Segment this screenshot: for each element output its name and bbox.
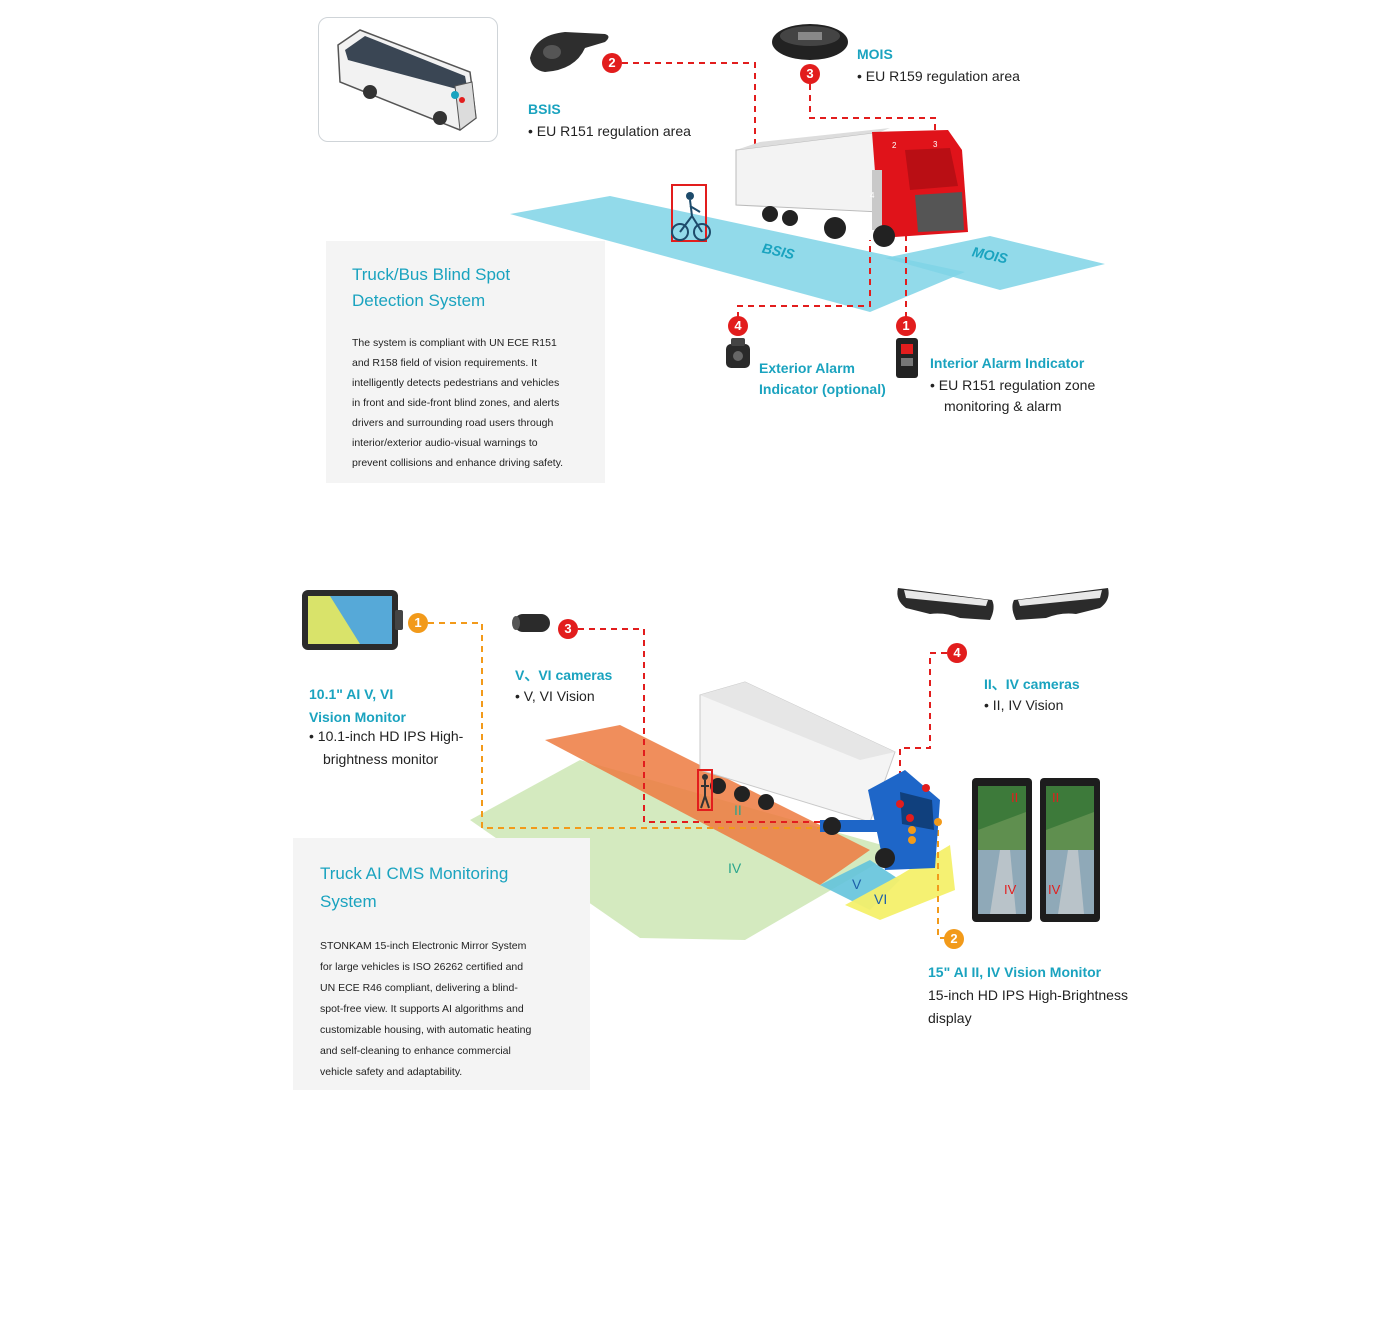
- bsd-panel-text-line: interior/exterior audio-visual warnings …: [352, 437, 538, 449]
- exterior-title-line1: Exterior Alarm: [759, 360, 855, 376]
- bsis-camera-device: [530, 32, 609, 72]
- exterior-title-line2: Indicator (optional): [759, 381, 886, 397]
- monitor10-title-line2: Vision Monitor: [309, 709, 406, 725]
- cms-info-panel: Truck AI CMS Monitoring System STONKAM 1…: [293, 838, 590, 1090]
- cms-panel-text-line: vehicle safety and adaptability.: [320, 1066, 463, 1078]
- interior-alarm-device: [896, 338, 918, 378]
- bsis-badge: 2: [602, 53, 622, 73]
- mois-zone: [885, 236, 1105, 290]
- exterior-badge: 4: [728, 316, 748, 336]
- mois-badge: 3: [800, 64, 820, 84]
- zone-v-label: V: [852, 876, 862, 892]
- interior-bullet-line2: monitoring & alarm: [944, 398, 1062, 414]
- monitor10-connector: [428, 622, 905, 829]
- bsd-panel-title-line1: Truck/Bus Blind Spot: [352, 265, 511, 284]
- cameras56-badge: 3: [558, 619, 578, 639]
- zone-ii-label: II: [734, 802, 742, 818]
- cms-panel-text-line: and self-cleaning to enhance commercial: [320, 1045, 511, 1057]
- bus-illustration: [337, 29, 477, 131]
- monitor15-title: 15" AI II, IV Vision Monitor: [928, 964, 1102, 980]
- bsd-panel-title-line2: Detection System: [352, 291, 486, 310]
- bsis-title: BSIS: [528, 101, 561, 117]
- screen-right-top-label: II: [1052, 790, 1060, 805]
- cameras56-connector: [578, 628, 910, 823]
- mois-connector: [809, 84, 936, 135]
- monitor15-line1: 15-inch HD IPS High-Brightness: [928, 987, 1128, 1003]
- bsis-zone: [510, 196, 965, 312]
- cameras56-title: V、VI cameras: [515, 667, 613, 683]
- cameras56-bullet: V, VI Vision: [515, 688, 595, 704]
- cms-panel-text-line: for large vehicles is ISO 26262 certifie…: [320, 961, 524, 973]
- mois-bullet: EU R159 regulation area: [857, 68, 1020, 84]
- monitor15-connector: [937, 830, 945, 939]
- interior-badge: 1: [896, 316, 916, 336]
- red-truck: 2 3 4: [735, 128, 968, 247]
- zone-vi-label: VI: [874, 891, 888, 907]
- monitor10-bullet-line2: brightness monitor: [323, 751, 439, 767]
- cms-panel-title-line2: System: [320, 892, 377, 911]
- cms-panel-text-line: customizable housing, with automatic hea…: [320, 1024, 532, 1036]
- screen-right-bottom-label: IV: [1048, 882, 1061, 897]
- cms-panel-title-line1: Truck AI CMS Monitoring: [320, 864, 509, 883]
- cms-panel-text-line: STONKAM 15-inch Electronic Mirror System: [320, 940, 527, 952]
- zone-iv: [470, 760, 900, 940]
- mois-camera-device: [772, 24, 848, 60]
- bsd-panel-text-line: in front and side-front blind zones, and…: [352, 397, 560, 409]
- truck-mark-4: 4: [870, 191, 875, 200]
- bsd-panel-text-line: The system is compliant with UN ECE R151: [352, 337, 557, 349]
- monitor15-device-right: [1040, 778, 1100, 922]
- cameras24-title: II、IV cameras: [984, 676, 1080, 692]
- exterior-alarm-device: [726, 338, 750, 368]
- exterior-connector: [737, 240, 871, 318]
- monitor10-badge: 1: [408, 613, 428, 633]
- cms-panel-text-line: UN ECE R46 compliant, delivering a blind…: [320, 982, 518, 994]
- monitor15-line2: display: [928, 1010, 972, 1026]
- bsis-bullet: EU R151 regulation area: [528, 123, 691, 139]
- screen-left-bottom-label: IV: [1004, 882, 1017, 897]
- cameras24-device: [897, 588, 1109, 620]
- cameras56-device: [512, 614, 550, 632]
- interior-title: Interior Alarm Indicator: [930, 355, 1085, 371]
- bsd-panel-text-line: prevent collisions and enhance driving s…: [352, 457, 564, 469]
- monitor15-device-left: [972, 778, 1032, 922]
- monitor10-device: [302, 590, 403, 650]
- bus-thumbnail-frame: [318, 17, 498, 142]
- interior-bullet-line1: EU R151 regulation zone: [930, 377, 1095, 393]
- bsd-panel-text-line: and R158 field of vision requirements. I…: [352, 357, 538, 369]
- monitor15-badge: 2: [944, 929, 964, 949]
- cameras24-connector: [899, 652, 947, 800]
- zone-iv-label: IV: [728, 860, 742, 876]
- blue-truck: [699, 681, 942, 870]
- pedestrian-illustration: [697, 769, 713, 811]
- cameras24-badge: 4: [947, 643, 967, 663]
- bsd-panel-text-line: drivers and surrounding road users throu…: [352, 417, 554, 429]
- monitor10-bullet-line1: 10.1-inch HD IPS High-: [309, 728, 464, 744]
- monitor10-title-line1: 10.1" AI V, VI: [309, 686, 394, 702]
- truck-mark-2: 2: [892, 141, 897, 150]
- mois-title: MOIS: [857, 46, 893, 62]
- truck-mark-3: 3: [933, 140, 938, 149]
- cms-panel-text-line: spot-free view. It supports AI algorithm…: [320, 1003, 524, 1015]
- exterior-title: Exterior Alarm Indicator (optional): [759, 358, 886, 400]
- monitor10-title: 10.1" AI V, VI Vision Monitor: [309, 683, 406, 729]
- cyclist-illustration: [671, 184, 711, 242]
- screen-left-top-label: II: [1011, 790, 1019, 805]
- bsis-connector: [622, 62, 756, 145]
- bsd-panel-text-line: intelligently detects pedestrians and ve…: [352, 377, 560, 389]
- cameras24-bullet: II, IV Vision: [984, 697, 1064, 713]
- bsd-info-panel: Truck/Bus Blind Spot Detection System Th…: [326, 241, 605, 483]
